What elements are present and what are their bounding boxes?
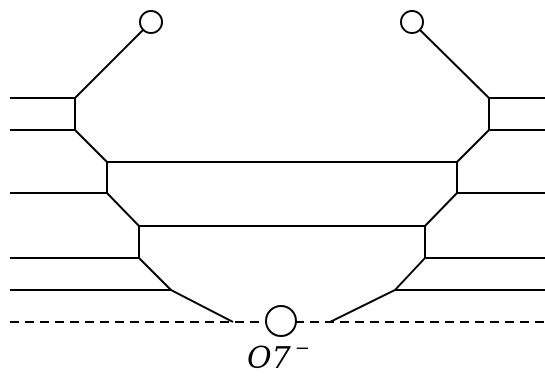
- orientifold-node: [265, 305, 297, 337]
- top-right-node: [400, 10, 424, 34]
- right-diagonal-2: [424, 192, 458, 227]
- orientifold-label-name: O7: [247, 341, 292, 376]
- right-arm-to-top-node: [419, 29, 490, 99]
- right-diagonal-4: [329, 289, 396, 323]
- right-diagonal-1: [456, 129, 490, 163]
- left-diagonal-4: [170, 289, 234, 323]
- left-diagonal-3: [138, 257, 172, 291]
- left-arm-to-top-node: [74, 29, 144, 99]
- orientifold-label-superscript: −: [295, 338, 310, 359]
- left-diagonal-2: [106, 192, 140, 227]
- left-diagonal-1: [74, 129, 108, 163]
- orientifold-label: O7 −: [247, 338, 310, 376]
- right-diagonal-3: [394, 257, 426, 291]
- top-left-node: [139, 10, 163, 34]
